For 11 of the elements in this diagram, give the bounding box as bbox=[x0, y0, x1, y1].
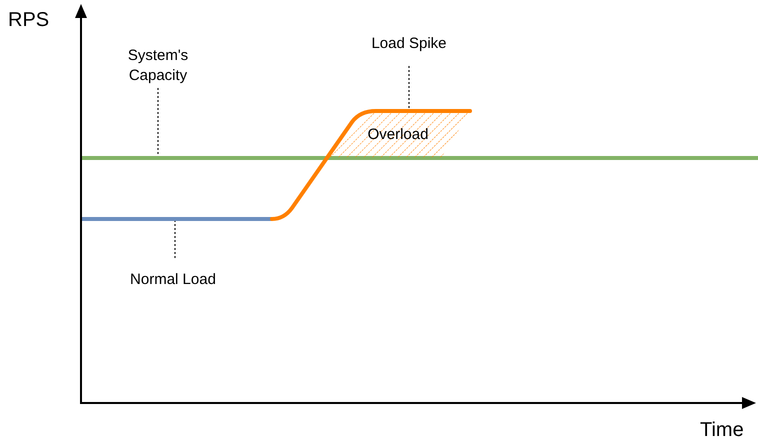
annotation-text: Load Spike bbox=[371, 34, 447, 54]
normal-load-line bbox=[82, 217, 272, 221]
leader-line bbox=[408, 66, 410, 110]
leader-line bbox=[174, 220, 176, 258]
annotation-text: System's Capacity bbox=[126, 46, 190, 86]
area-label: Overload bbox=[366, 124, 430, 144]
x-axis-label: Time bbox=[700, 418, 744, 442]
annotation-text: Normal Load bbox=[130, 270, 216, 290]
y-axis-label: RPS bbox=[8, 8, 50, 32]
load-spike-curve bbox=[270, 109, 472, 221]
capacity-line bbox=[82, 156, 758, 160]
